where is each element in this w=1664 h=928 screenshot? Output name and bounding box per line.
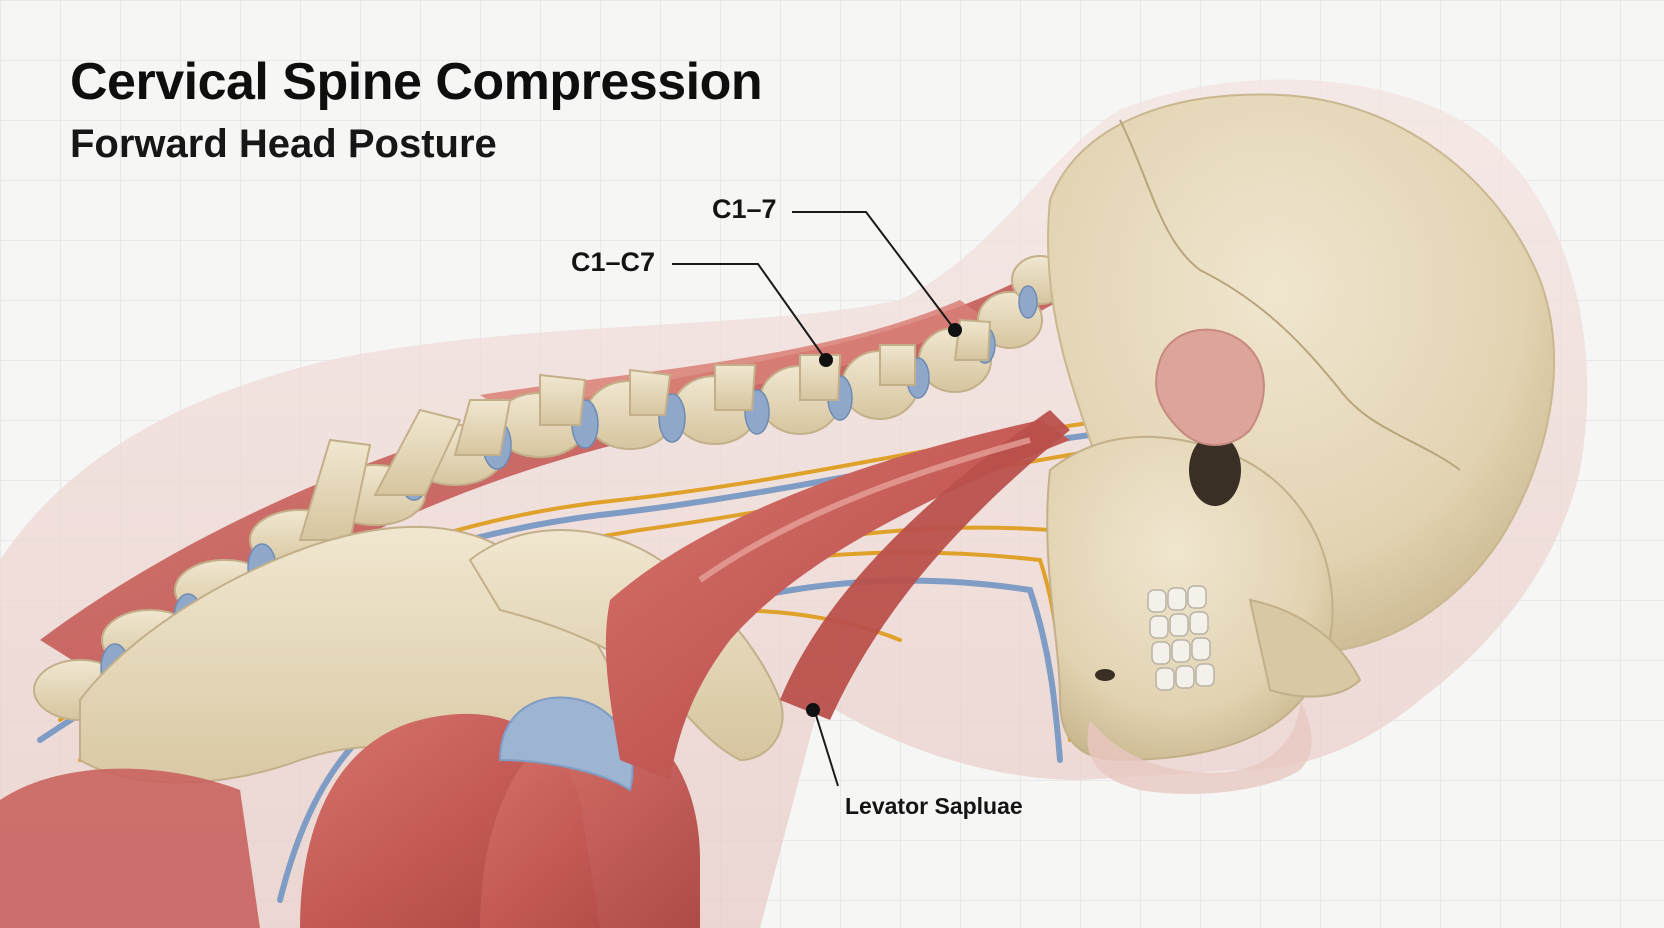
label-c1-7: C1–7 <box>712 194 777 224</box>
nasal-cavity <box>1095 669 1115 681</box>
skull <box>1046 93 1556 762</box>
deltoid-muscle-front <box>480 719 700 928</box>
leader-line-levator <box>814 711 839 787</box>
eye-socket <box>1189 434 1241 506</box>
teeth <box>1147 585 1215 691</box>
cervical-vertebrae <box>33 255 1069 721</box>
skull-suture <box>1119 119 1461 471</box>
leader-dot-c1-c7 <box>819 353 833 367</box>
leader-dot-levator <box>806 703 820 717</box>
page-subtitle: Forward Head Posture <box>70 122 497 166</box>
leader-line-c1-7 <box>792 211 956 331</box>
sternocleidomastoid-muscle <box>780 410 1070 720</box>
face-skin-overlay <box>1087 700 1312 794</box>
leader-dot-c1-7 <box>948 323 962 337</box>
leader-lines <box>672 211 956 787</box>
page-title: Cervical Spine Compression <box>70 53 763 111</box>
label-c1-c7: C1–C7 <box>571 247 656 277</box>
jaw-bone <box>1248 598 1362 698</box>
ear <box>1155 328 1265 446</box>
back-muscle <box>0 768 260 928</box>
label-levator-scapulae: Levator Sapluae <box>845 793 1023 819</box>
muscle-highlight <box>698 437 1031 583</box>
leader-line-c1-c7 <box>672 263 827 361</box>
